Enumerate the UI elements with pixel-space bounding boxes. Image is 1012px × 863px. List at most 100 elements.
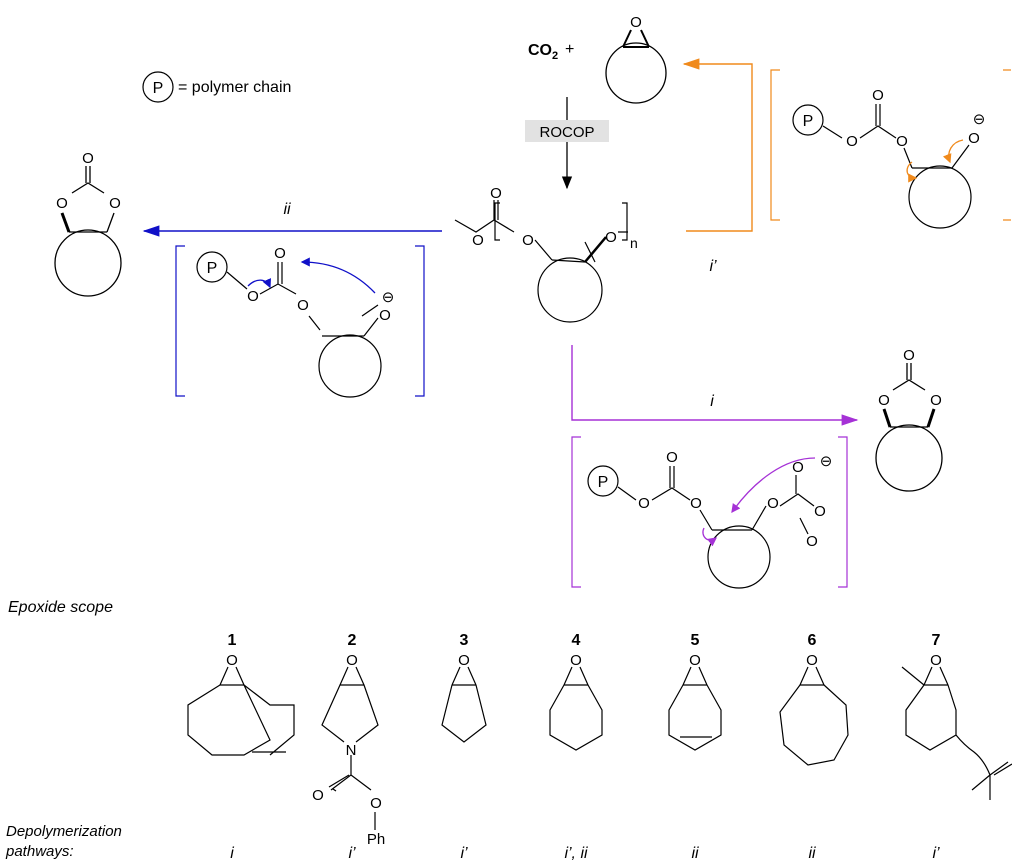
pathway-i-o-1: O	[638, 495, 650, 512]
product-i-o-top: O	[903, 347, 915, 364]
pathway-i-leaving-arrow	[702, 527, 718, 547]
pathway-ii-o-1: O	[247, 288, 259, 305]
pathway-ii-bracket-left	[175, 245, 185, 397]
cyclic-carbonate-product-i: O O O	[875, 347, 943, 492]
pathway-i-o-6: O	[814, 503, 826, 520]
pathway-i-prime-polymer-circle	[792, 104, 824, 136]
pathway-ii-minus: ⊖	[382, 289, 395, 306]
epoxide-4-oxygen: O	[570, 652, 582, 669]
epoxide-number-2: 2	[348, 632, 357, 649]
plus-sign: +	[565, 41, 574, 58]
pathway-i-o-7: O	[806, 533, 818, 550]
pathway-ii-attack-arrow	[300, 257, 376, 294]
epoxide-6-pathway: ii	[808, 845, 816, 862]
scope-pathways: i i’ i’ i’, ii ii ii i’	[230, 845, 940, 862]
pathway-i-bracket-left	[571, 436, 581, 588]
epoxide-2-carbonyl-oxygen: O	[312, 787, 324, 804]
epoxide-7-pathway: i’	[932, 845, 940, 862]
pathway-i-prime-bracket-left	[770, 69, 780, 221]
pathway-ii-label: ii	[283, 201, 291, 218]
epoxide-4-structure	[549, 666, 603, 751]
reactants: CO2 + O	[528, 14, 667, 104]
epoxide-6-oxygen: O	[806, 652, 818, 669]
pathway-i-attack-arrow	[731, 457, 816, 514]
epoxide-3-structure	[441, 666, 487, 743]
legend-circle-label: P	[153, 80, 164, 97]
pathway-i-arrow	[571, 345, 859, 426]
poly-ester-oxygen-1: O	[472, 232, 484, 249]
pathways-label-line2: pathways:	[5, 843, 74, 860]
pathway-i-prime-arrow	[682, 58, 753, 232]
epoxide-5-pathway: ii	[691, 845, 699, 862]
pathway-ii-o-4: O	[379, 307, 391, 324]
pathway-ii-leaving-arrow	[247, 278, 271, 289]
rocop-label-box	[525, 120, 609, 142]
epoxide-1-pathway: i	[230, 845, 234, 862]
pathway-ii-o-3: O	[297, 297, 309, 314]
epoxide-bonds	[622, 29, 650, 48]
pathway-i-polymer-circle	[587, 465, 619, 497]
legend-text: = polymer chain	[178, 79, 291, 96]
product-i-o-left: O	[878, 392, 890, 409]
epoxide-2-pathway: i’	[348, 845, 356, 862]
pathway-i-prime-label: i’	[709, 258, 717, 275]
epoxide-4-pathway: i’, ii	[564, 845, 588, 862]
pathway-i-minus: ⊖	[820, 453, 833, 470]
epoxide-3-oxygen: O	[458, 652, 470, 669]
pathway-i-prime-o-1: O	[846, 133, 858, 150]
epoxide-3-pathway: i’	[460, 845, 468, 862]
pathway-i: i P O O O O O O O ⊖	[571, 345, 859, 589]
epoxide-2-nitrogen: N	[346, 742, 357, 759]
epoxide-7-oxygen: O	[930, 652, 942, 669]
pathway-i-prime-leaving-arrow	[906, 161, 918, 183]
cyclic-carbonate-product-ii: O O O	[54, 150, 122, 297]
pathway-i-prime-o-2: O	[872, 87, 884, 104]
legend: P = polymer chain	[142, 71, 291, 103]
epoxide-2-oxygen: O	[346, 652, 358, 669]
epoxide-6-structure	[779, 666, 849, 766]
pathway-i-prime-o-3: O	[896, 133, 908, 150]
pathway-i-o-3: O	[690, 495, 702, 512]
pathway-i-label: i	[710, 393, 714, 410]
pathway-i-p-label: P	[598, 474, 609, 491]
pathway-i-o-5: O	[792, 459, 804, 476]
pathway-i-prime: i’ P O O O O ⊖	[682, 58, 1011, 275]
epoxide-2-ester-oxygen: O	[370, 795, 382, 812]
pathway-i-prime-p-label: P	[803, 113, 814, 130]
repeat-subscript-n: n	[630, 235, 638, 251]
pathway-i-prime-bracket-right	[1003, 69, 1011, 221]
epoxide-7-structure	[901, 666, 1012, 800]
pathway-i-prime-ring-arrow	[942, 139, 964, 164]
pathway-i-prime-o-4: O	[968, 130, 980, 147]
epoxide-2-phenyl: Ph	[367, 831, 385, 848]
epoxide-number-1: 1	[228, 632, 237, 649]
pathway-i-bracket-right	[838, 436, 848, 588]
pathway-ii-polymer-circle	[196, 251, 228, 283]
rocop-label: ROCOP	[539, 124, 594, 141]
polycarbonate-structure	[454, 200, 628, 323]
pathway-ii-p-label: P	[207, 260, 218, 277]
poly-ester-oxygen-3: O	[605, 229, 617, 246]
epoxide-2-structure	[321, 666, 379, 830]
epoxide-5-structure	[668, 666, 722, 751]
pathways-label-line1: Depolymerization	[6, 823, 122, 840]
rocop-arrow: ROCOP	[525, 97, 609, 190]
polymer-chain-circle-icon	[142, 71, 174, 103]
pathway-i-o-4: O	[767, 495, 779, 512]
epoxide-number-5: 5	[691, 632, 700, 649]
pathway-ii-bracket-right	[415, 245, 425, 397]
product-ii-o-top: O	[82, 150, 94, 167]
epoxide-number-4: 4	[572, 632, 581, 649]
epoxide-oxygen: O	[630, 14, 642, 31]
product-ii-o-right: O	[109, 195, 121, 212]
epoxide-number-6: 6	[808, 632, 817, 649]
epoxide-ring-structure	[605, 42, 667, 104]
epoxide-number-7: 7	[932, 632, 941, 649]
co2-label: CO2	[528, 42, 558, 62]
scope-structures	[187, 666, 1012, 830]
scope-title: Epoxide scope	[8, 599, 113, 616]
pathway-i-prime-minus: ⊖	[973, 111, 986, 128]
